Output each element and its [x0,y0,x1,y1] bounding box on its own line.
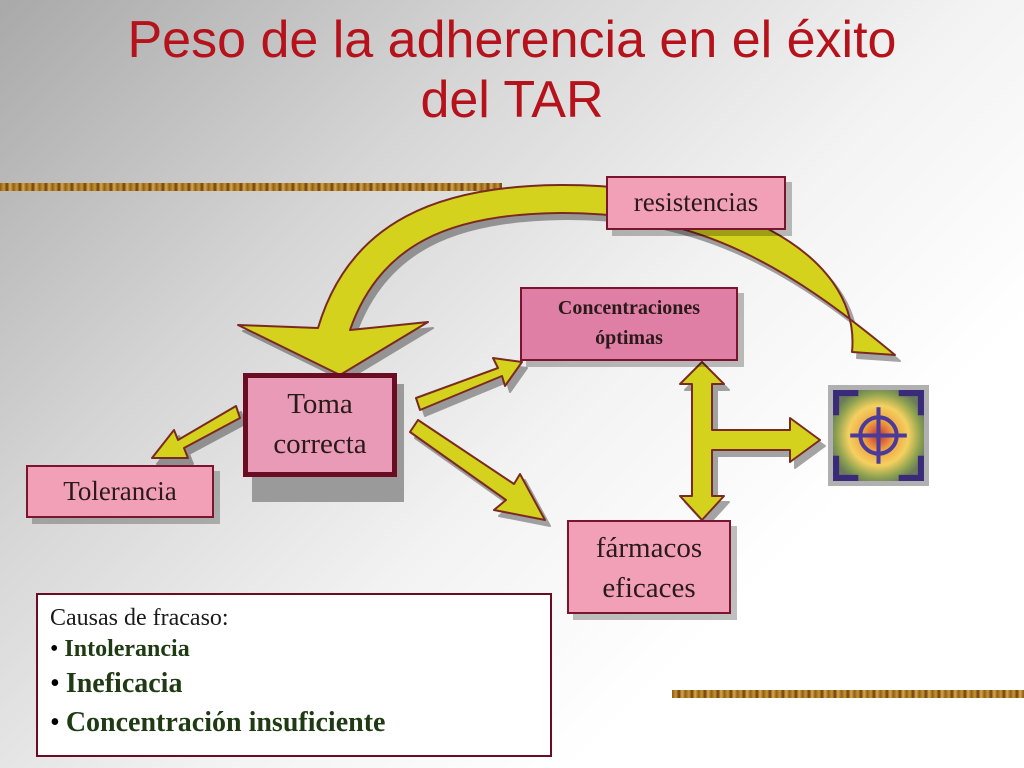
farmacos-label-line-1: fármacos [595,532,703,564]
arrow-to-tolerancia [151,405,241,459]
slide-title-line-1: Peso de la adherencia en el éxito [127,11,897,69]
concentraciones-box: Concentraciones óptimas [520,287,738,361]
crosshair-target-icon [828,385,929,486]
farmacos-box: fármacos eficaces [567,520,731,614]
arrow-to-farmacos [409,419,546,521]
toma-label-line-2: correcta [273,428,367,460]
slide-title: Peso de la adherencia en el éxito del TA… [0,10,1024,130]
causes-title: Causas de fracaso: [50,605,229,631]
toma-correcta-box: Toma correcta [243,373,397,477]
arrow-to-concentraciones [415,357,523,411]
slide-title-line-2: del TAR [420,71,604,129]
resistencias-box: resistencias [606,176,786,230]
farmacos-label-line-2: eficaces [602,572,696,604]
toma-label-line-1: Toma [287,388,353,420]
resistencias-label: resistencias [633,187,759,217]
tolerancia-label: Tolerancia [63,476,177,506]
causes-of-failure-box: Causas de fracaso: Intolerancia Ineficac… [36,593,552,757]
decorative-band-bottom [672,690,1024,698]
concentraciones-label-line-2: óptimas [595,327,663,349]
concentraciones-label-line-1: Concentraciones [557,297,701,319]
double-arrow-with-branch [679,361,821,521]
cause-item: Ineficacia [50,665,538,703]
cause-item: Intolerancia [50,633,538,665]
decorative-band-top [0,183,502,191]
tolerancia-box: Tolerancia [26,465,214,518]
cause-item: Concentración insuficiente [50,703,538,743]
